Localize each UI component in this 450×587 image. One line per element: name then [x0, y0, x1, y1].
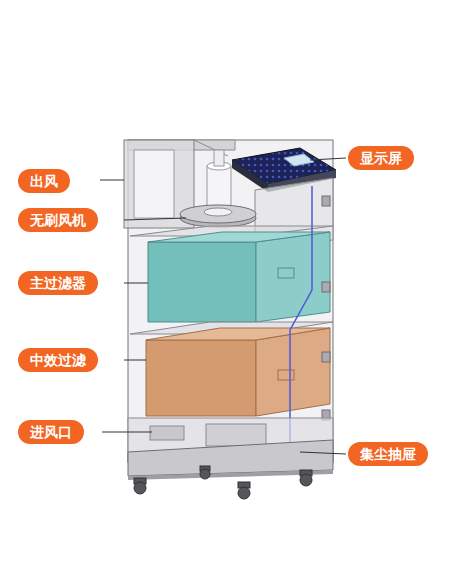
outlet-label: 出风 — [18, 169, 70, 193]
callout-text: 进风口 — [30, 423, 72, 441]
inlet-label: 进风口 — [18, 420, 84, 444]
callout-text: 无刷风机 — [30, 211, 86, 229]
callout-text: 显示屏 — [360, 149, 402, 167]
drawer-label: 集尘抽屉 — [348, 442, 428, 466]
medium-filter-label: 中效过滤 — [18, 348, 98, 372]
callout-text: 出风 — [30, 172, 58, 190]
callout-text: 集尘抽屉 — [360, 445, 416, 463]
fan-label: 无刷风机 — [18, 208, 98, 232]
callout-text: 中效过滤 — [30, 351, 86, 369]
display-label: 显示屏 — [348, 146, 414, 170]
main-filter-label: 主过滤器 — [18, 271, 98, 295]
callout-text: 主过滤器 — [30, 274, 86, 292]
